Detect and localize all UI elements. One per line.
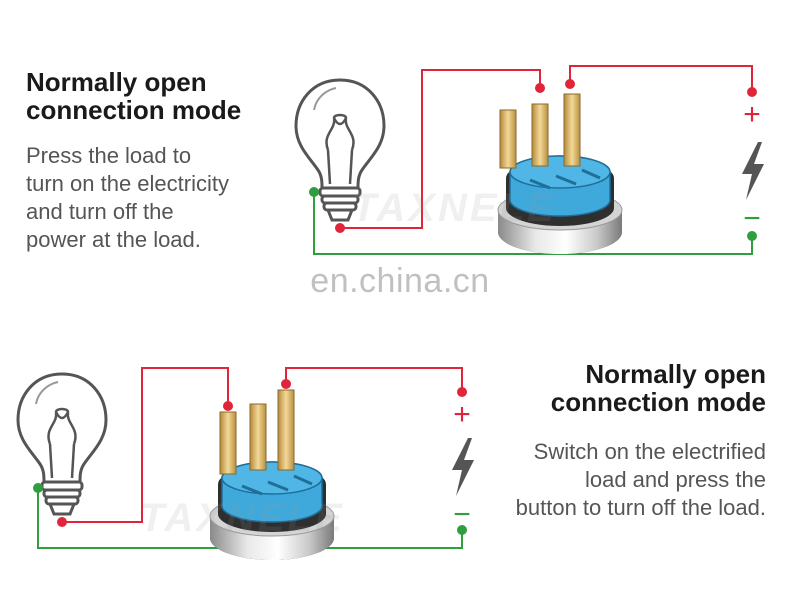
top-positive-symbol: + <box>743 98 761 131</box>
top-description-line: power at the load. <box>26 227 201 252</box>
bottom-description-line: load and press the <box>584 467 766 492</box>
bottom-negative-symbol: − <box>453 498 471 531</box>
top-circuit: + − <box>294 65 764 256</box>
bottom-terminal-3-icon <box>277 389 295 471</box>
bottom-title: Normally open connection mode <box>551 360 766 416</box>
bottom-title-line: Normally open <box>585 359 766 389</box>
top-title-line: connection mode <box>26 95 242 125</box>
brand-watermark-bottom: TAXNELE <box>140 496 345 540</box>
top-negative-symbol: − <box>743 202 761 235</box>
bottom-circuit: + − <box>16 367 474 562</box>
top-description-line: and turn off the <box>26 199 174 224</box>
bottom-push-button-switch <box>208 389 336 562</box>
bottom-light-bulb-icon <box>16 372 108 516</box>
top-green-wire <box>313 192 753 255</box>
top-description-line: Press the load to <box>26 143 192 168</box>
bottom-terminal-2-icon <box>249 403 267 471</box>
top-terminal-2-icon <box>531 103 549 167</box>
bottom-title-line: connection mode <box>550 387 766 417</box>
bottom-terminal-1-icon <box>219 411 237 475</box>
bottom-description-line: Switch on the electrified <box>533 439 766 464</box>
top-title: Normally open connection mode <box>26 68 241 124</box>
bottom-lightning-bolt-icon <box>452 438 474 496</box>
top-wire-dots <box>309 79 757 241</box>
top-lightning-bolt-icon <box>742 142 764 200</box>
top-description: Press the load to turn on the electricit… <box>26 142 229 254</box>
bottom-red-wire-positive <box>285 367 463 392</box>
top-wires <box>313 65 753 255</box>
top-terminal-3-icon <box>563 93 581 167</box>
site-watermark: en.china.cn <box>310 262 490 300</box>
top-terminal-1-icon <box>499 109 517 169</box>
bottom-wire-dots <box>33 379 467 535</box>
bottom-description: Switch on the electrified load and press… <box>516 438 766 522</box>
top-title-line: Normally open <box>26 67 207 97</box>
top-description-line: turn on the electricity <box>26 171 229 196</box>
top-red-wire-positive <box>569 65 753 92</box>
bottom-red-wire-load <box>62 367 229 523</box>
bottom-positive-symbol: + <box>453 398 471 431</box>
top-push-button-switch <box>496 93 624 256</box>
brand-watermark-top: TAXNELE <box>352 186 557 230</box>
bottom-description-line: button to turn off the load. <box>515 495 766 520</box>
top-red-wire-load <box>340 69 541 229</box>
